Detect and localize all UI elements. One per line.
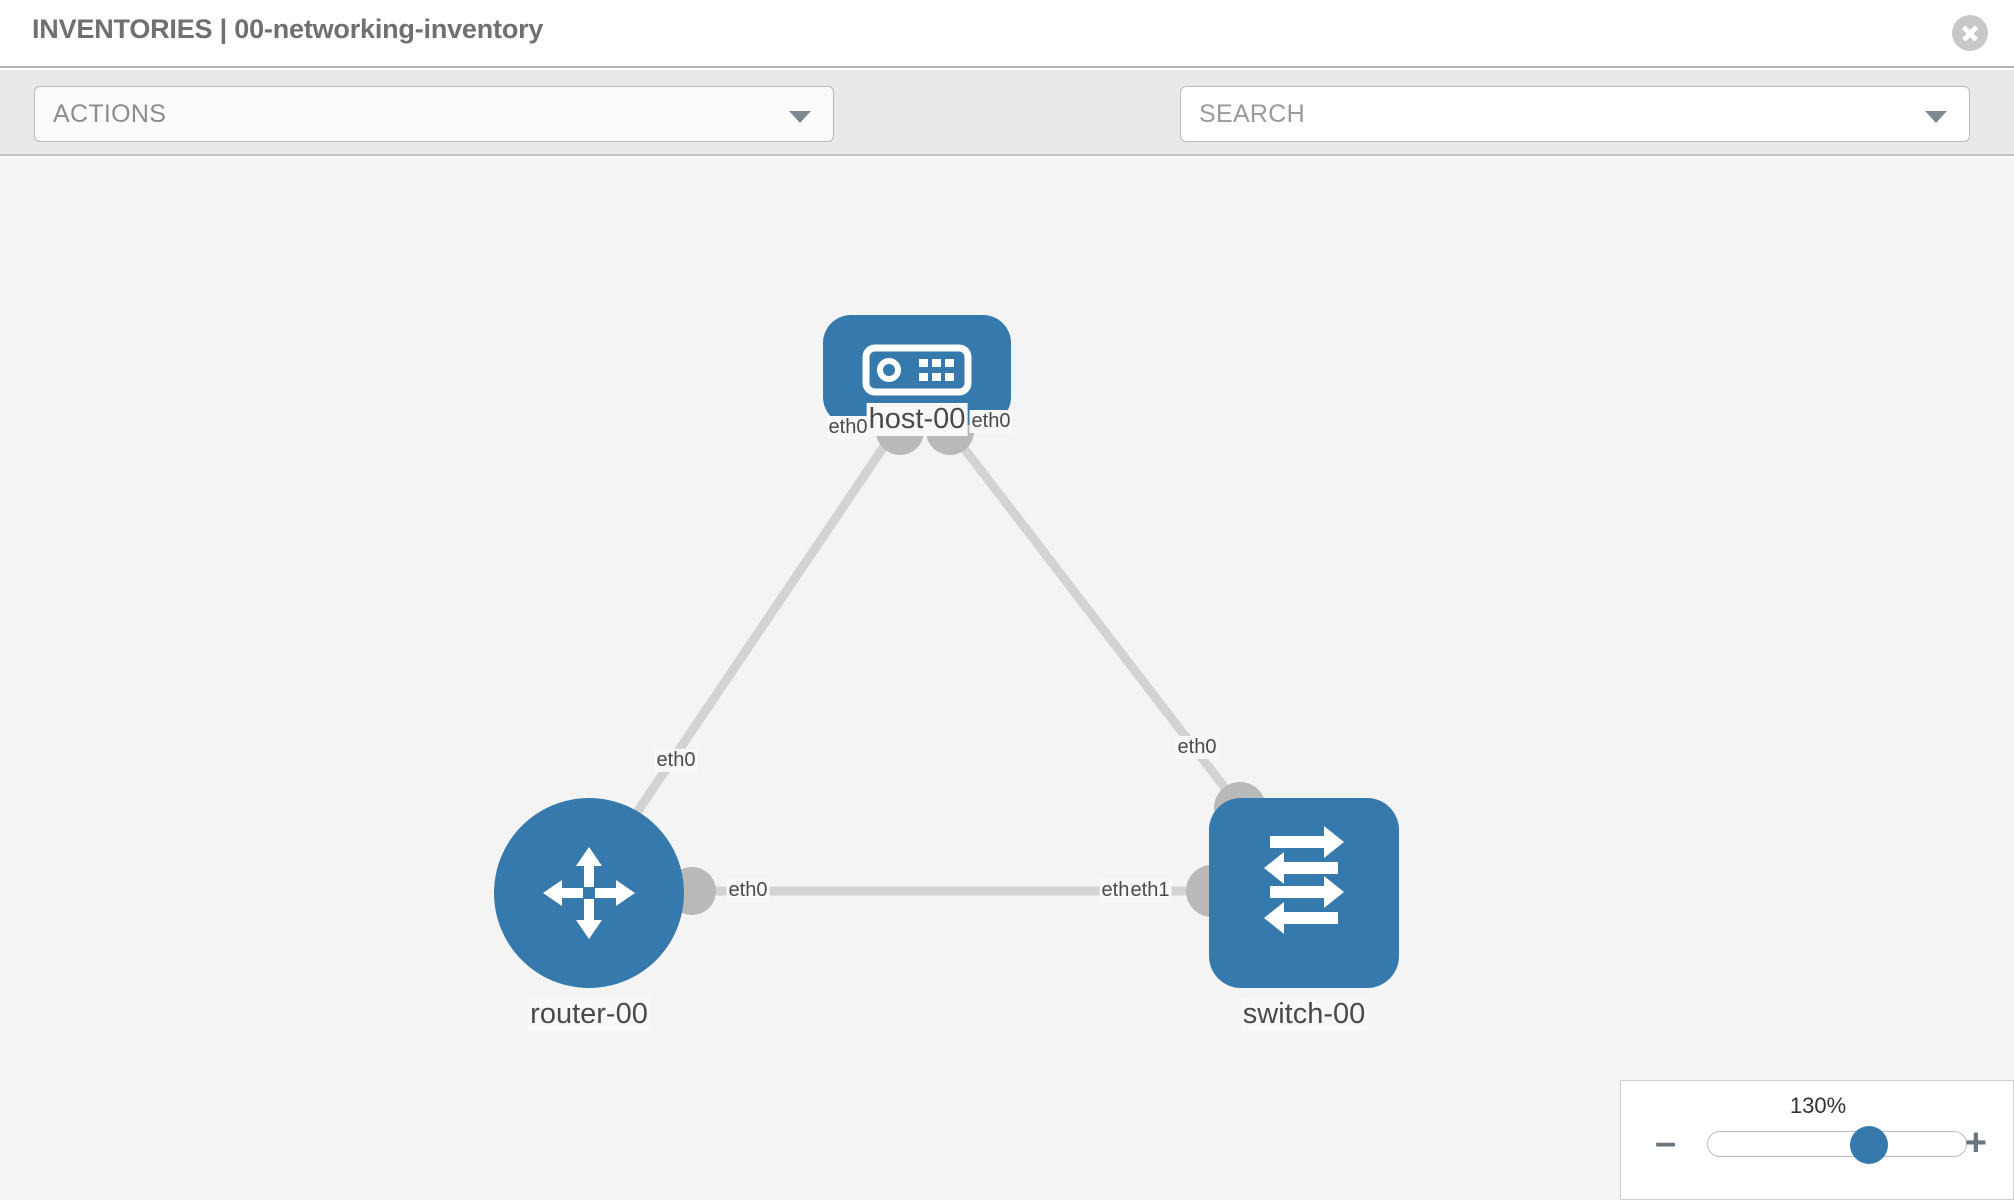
- edge-label-switch-left: eth1: [1128, 879, 1172, 902]
- chevron-down-icon: [789, 111, 811, 123]
- zoom-slider-thumb[interactable]: [1850, 1126, 1888, 1164]
- edge-label-router-right: eth0: [726, 879, 770, 902]
- zoom-slider[interactable]: [1707, 1126, 1967, 1164]
- edge-label-router-up: eth0: [654, 749, 698, 772]
- search-placeholder-label: SEARCH: [1199, 100, 1305, 128]
- topology-canvas[interactable]: host-00 router-00 switch-00 eth0 eth0 et…: [0, 158, 2014, 1200]
- node-label-switch-00: switch-00: [1240, 998, 1368, 1031]
- edge-label-host-right: eth0: [969, 410, 1013, 433]
- actions-dropdown[interactable]: ACTIONS: [34, 86, 834, 142]
- edge-host-switch[interactable]: [946, 427, 1252, 821]
- node-router-00[interactable]: [494, 798, 684, 988]
- node-label-host-00: host-00: [866, 403, 968, 436]
- page-title: INVENTORIES | 00-networking-inventory: [32, 14, 544, 44]
- node-label-router-00: router-00: [528, 998, 650, 1031]
- actions-dropdown-label: ACTIONS: [53, 100, 167, 128]
- zoom-out-button[interactable]: –: [1655, 1122, 1677, 1164]
- topology-graph: [494, 315, 1399, 988]
- node-host-00[interactable]: [823, 315, 1011, 425]
- toolbar: ACTIONS SEARCH: [0, 70, 2014, 204]
- close-icon[interactable]: [1952, 15, 1988, 51]
- search-input[interactable]: SEARCH: [1180, 86, 1970, 142]
- node-switch-00[interactable]: [1209, 798, 1399, 988]
- zoom-control: 130% – +: [1620, 1080, 2014, 1200]
- chevron-down-icon: [1925, 111, 1947, 123]
- edge-label-switch-up: eth0: [1175, 736, 1219, 759]
- edge-label-host-left: eth0: [826, 416, 870, 439]
- zoom-level-label: 130%: [1789, 1093, 1847, 1118]
- title-bar: INVENTORIES | 00-networking-inventory: [0, 0, 2014, 68]
- zoom-in-button[interactable]: +: [1964, 1122, 1987, 1164]
